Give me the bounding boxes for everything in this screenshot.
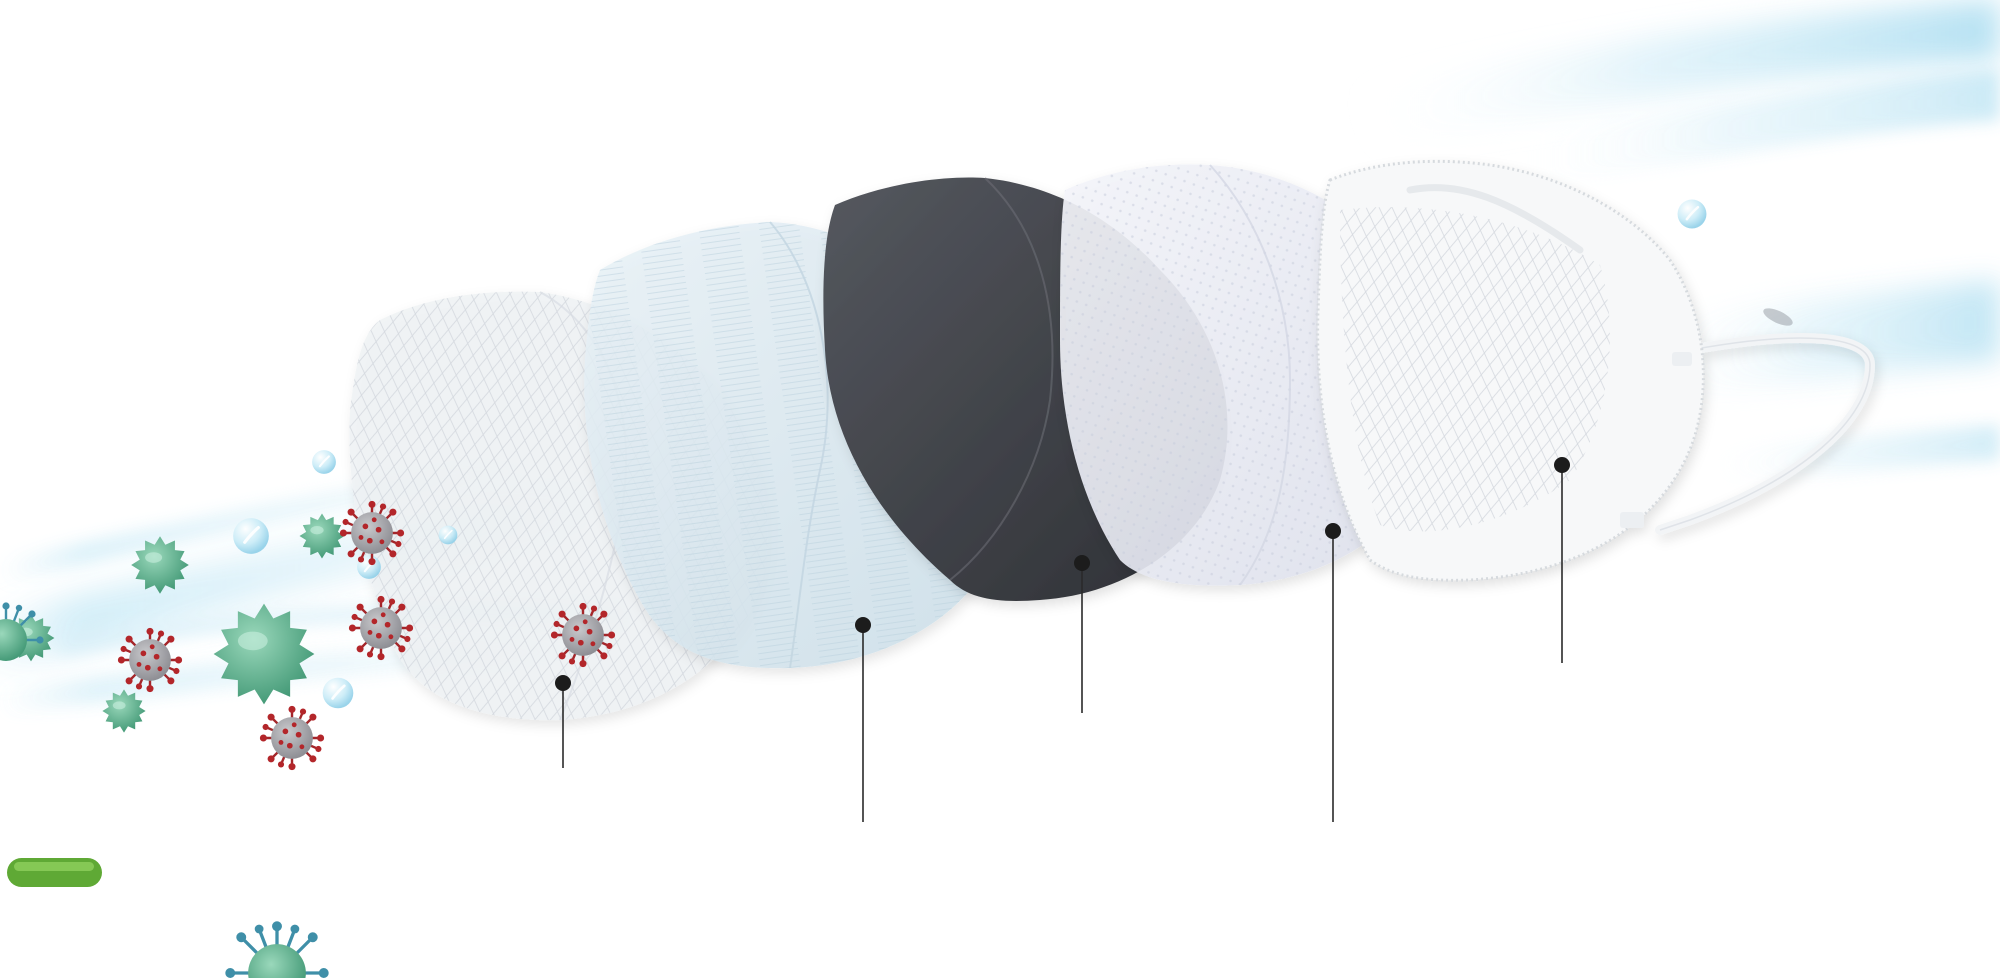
- callout-4-dot: [1325, 523, 1341, 539]
- spike-virus-icon: [223, 919, 331, 978]
- coronavirus-icon: [348, 595, 414, 661]
- callout-4: [1325, 523, 1341, 822]
- mask-layer-5: [1316, 159, 1876, 582]
- coronavirus-icon: [550, 602, 616, 668]
- droplet-icon: [437, 524, 459, 546]
- callout-5-dot: [1554, 457, 1570, 473]
- debris-icon: [1763, 308, 1793, 326]
- callout-3-dot: [1074, 555, 1090, 571]
- coronavirus-icon: [339, 500, 405, 566]
- droplet-icon: [1676, 198, 1708, 230]
- callout-5: [1554, 457, 1570, 663]
- droplet-icon: [311, 449, 337, 475]
- callout-1: [555, 675, 571, 768]
- bacillus-icon: [7, 858, 102, 887]
- callout-2: [855, 617, 871, 822]
- coronavirus-icon: [259, 705, 325, 771]
- droplet-icon: [321, 676, 355, 710]
- droplet-icon: [231, 516, 271, 556]
- callout-1-dot: [555, 675, 571, 691]
- callout-2-dot: [855, 617, 871, 633]
- callout-3: [1074, 555, 1090, 713]
- coronavirus-icon: [117, 627, 183, 693]
